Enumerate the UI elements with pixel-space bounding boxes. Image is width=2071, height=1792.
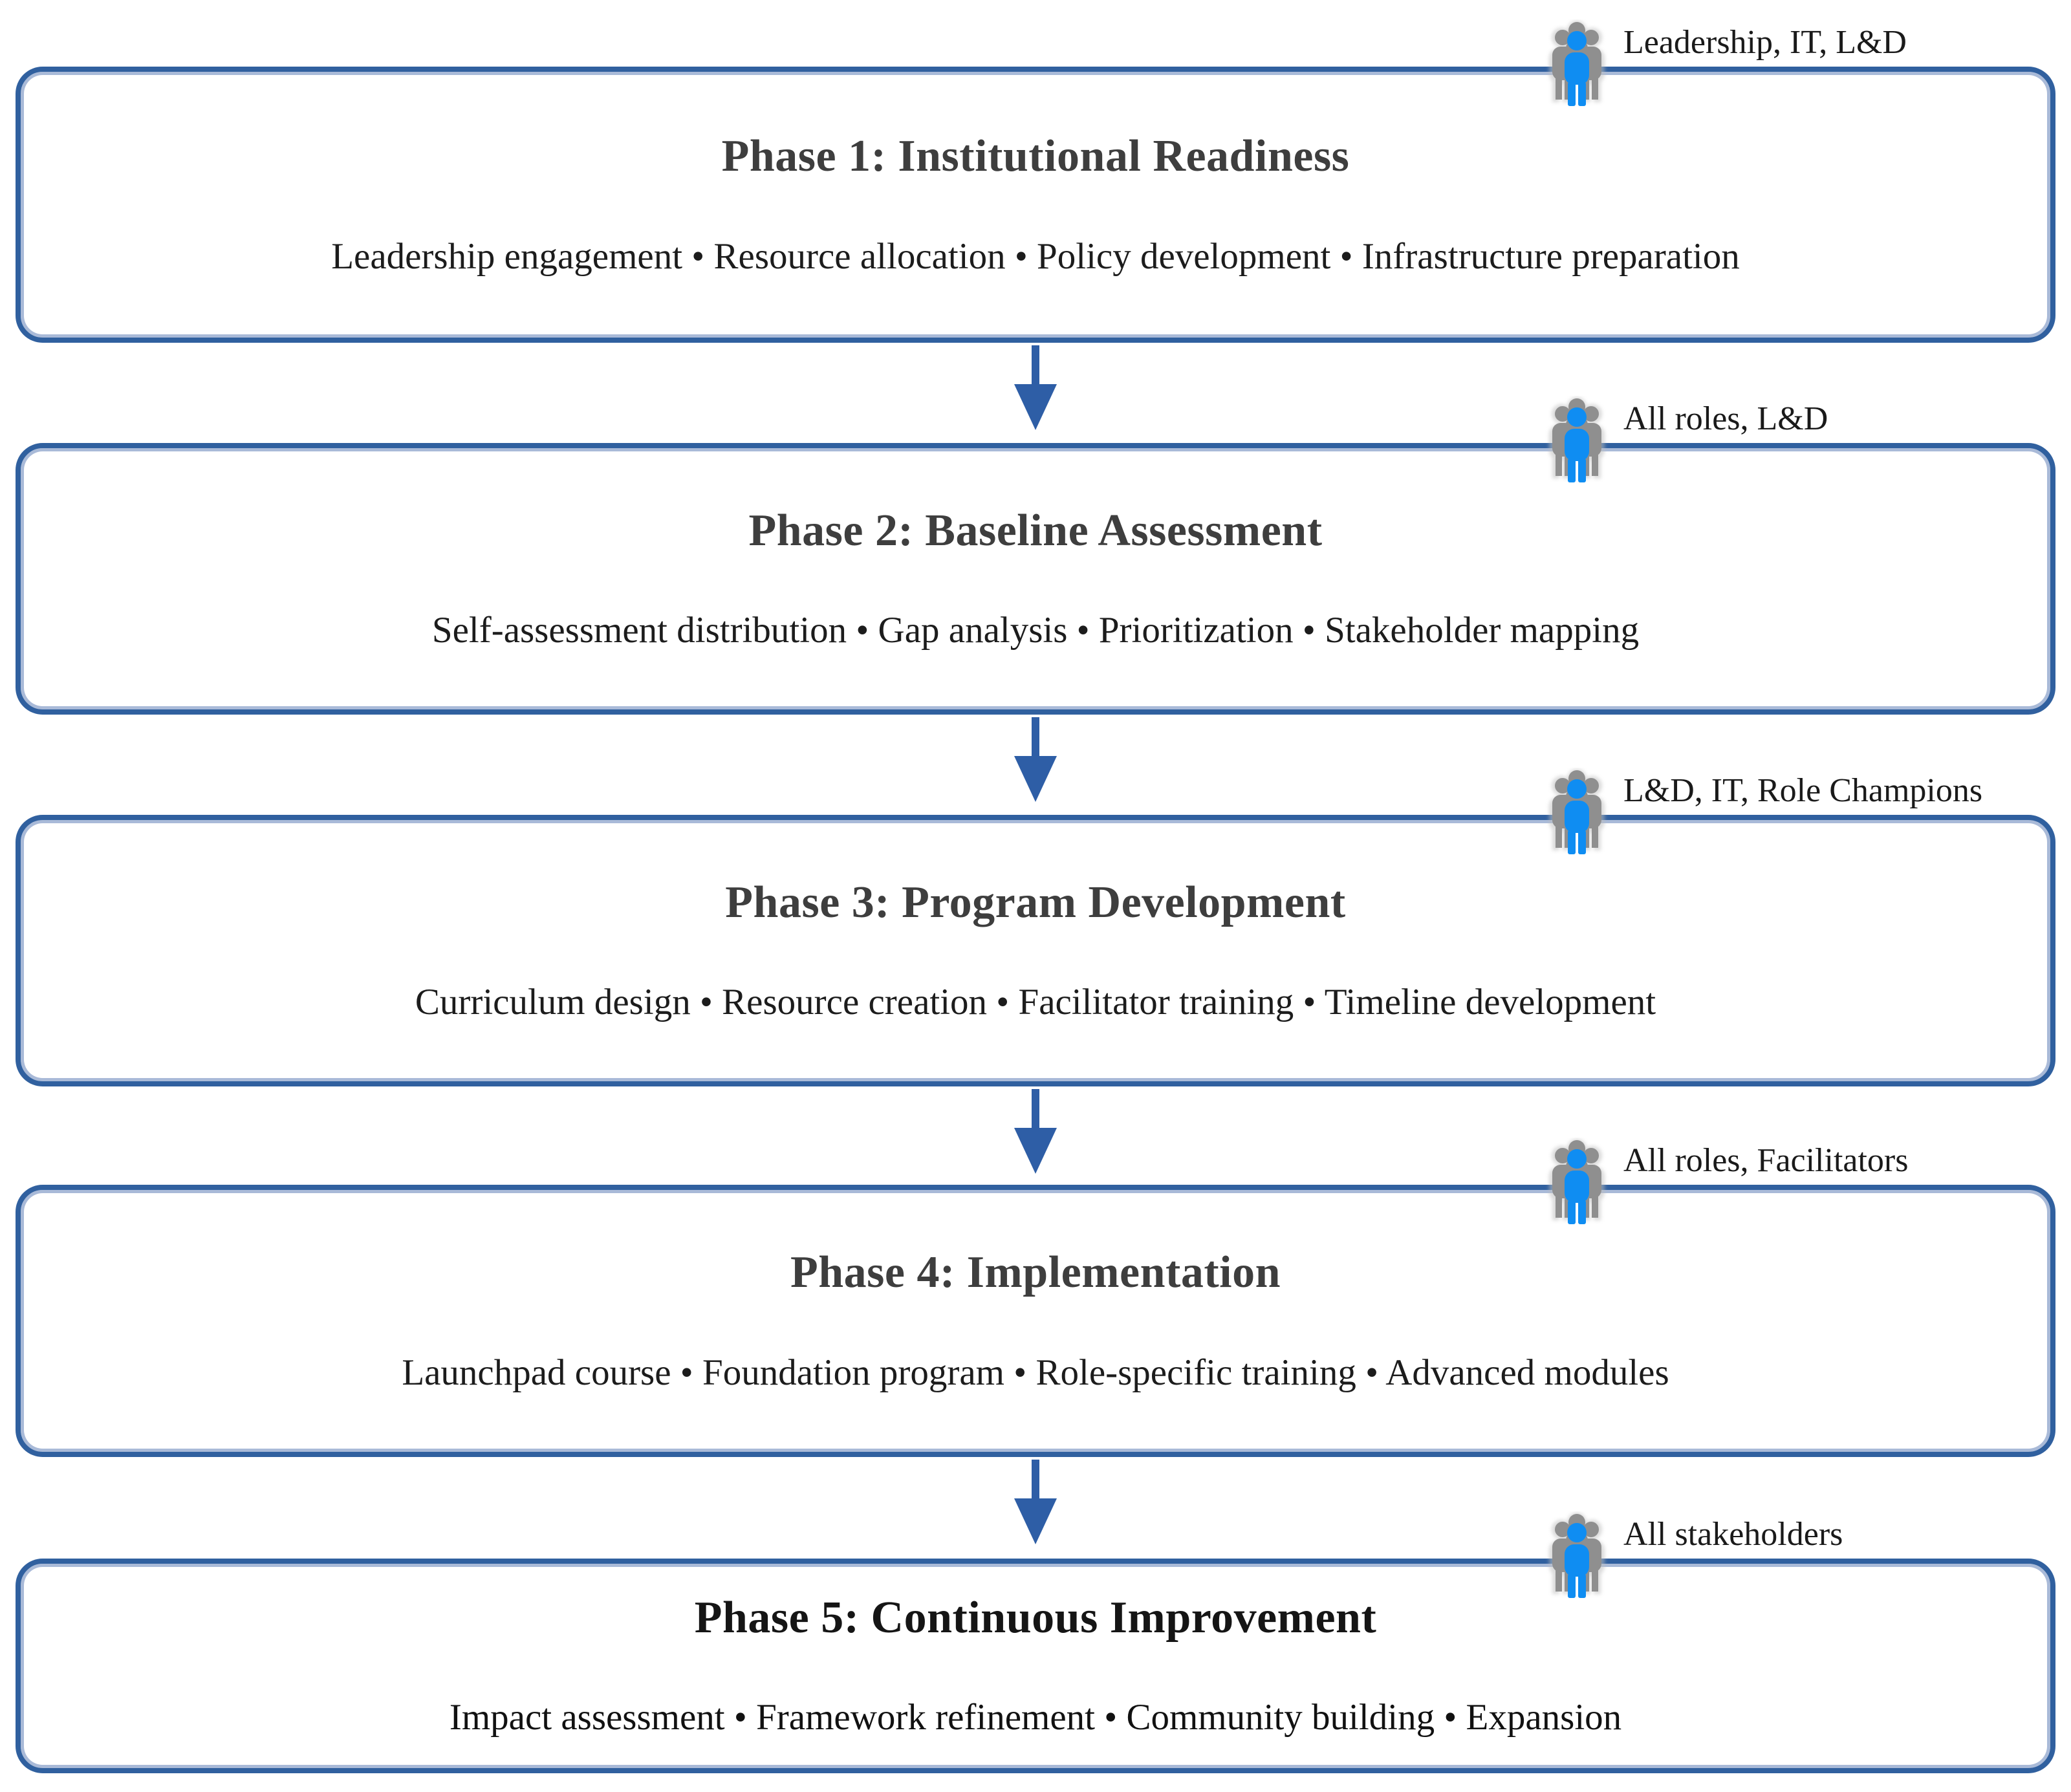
arrow-down-icon xyxy=(1014,1460,1057,1544)
phase-4-title: Phase 4: Implementation xyxy=(790,1247,1281,1298)
phase-2-box: Phase 2: Baseline Assessment Self-assess… xyxy=(16,443,2055,715)
phase-4-roles-label: All roles, Facilitators xyxy=(1623,1142,1909,1179)
arrow-down-icon xyxy=(1014,717,1057,802)
phase-5-roles-label: All stakeholders xyxy=(1623,1516,1843,1553)
phase-1-items: Leadership engagement • Resource allocat… xyxy=(331,235,1740,277)
phase-3-box: Phase 3: Program Development Curriculum … xyxy=(16,815,2055,1086)
phase-1-title: Phase 1: Institutional Readiness xyxy=(721,131,1350,182)
phase-5-title: Phase 5: Continuous Improvement xyxy=(694,1592,1377,1643)
phase-1-roles-label: Leadership, IT, L&D xyxy=(1623,24,1907,61)
phase-4-items: Launchpad course • Foundation program • … xyxy=(402,1352,1669,1393)
people-group-icon xyxy=(1543,1511,1610,1598)
people-group-icon xyxy=(1543,19,1610,106)
phase-5-items: Impact assessment • Framework refinement… xyxy=(449,1697,1622,1738)
phase-2-items: Self-assessment distribution • Gap analy… xyxy=(431,610,1640,651)
arrow-down-icon xyxy=(1014,1089,1057,1174)
phase-5-box: Phase 5: Continuous Improvement Impact a… xyxy=(16,1559,2055,1773)
phase-3-items: Curriculum design • Resource creation • … xyxy=(415,982,1656,1023)
phase-3-title: Phase 3: Program Development xyxy=(725,877,1346,927)
phase-4-box: Phase 4: Implementation Launchpad course… xyxy=(16,1185,2055,1457)
phase-1-box: Phase 1: Institutional Readiness Leaders… xyxy=(16,67,2055,343)
phase-2-roles-label: All roles, L&D xyxy=(1623,400,1828,437)
people-group-icon xyxy=(1543,768,1610,854)
people-group-icon xyxy=(1543,1138,1610,1224)
arrow-down-icon xyxy=(1014,345,1057,430)
people-group-icon xyxy=(1543,396,1610,482)
phase-2-title: Phase 2: Baseline Assessment xyxy=(748,505,1323,556)
phase-3-roles-label: L&D, IT, Role Champions xyxy=(1623,772,1983,809)
